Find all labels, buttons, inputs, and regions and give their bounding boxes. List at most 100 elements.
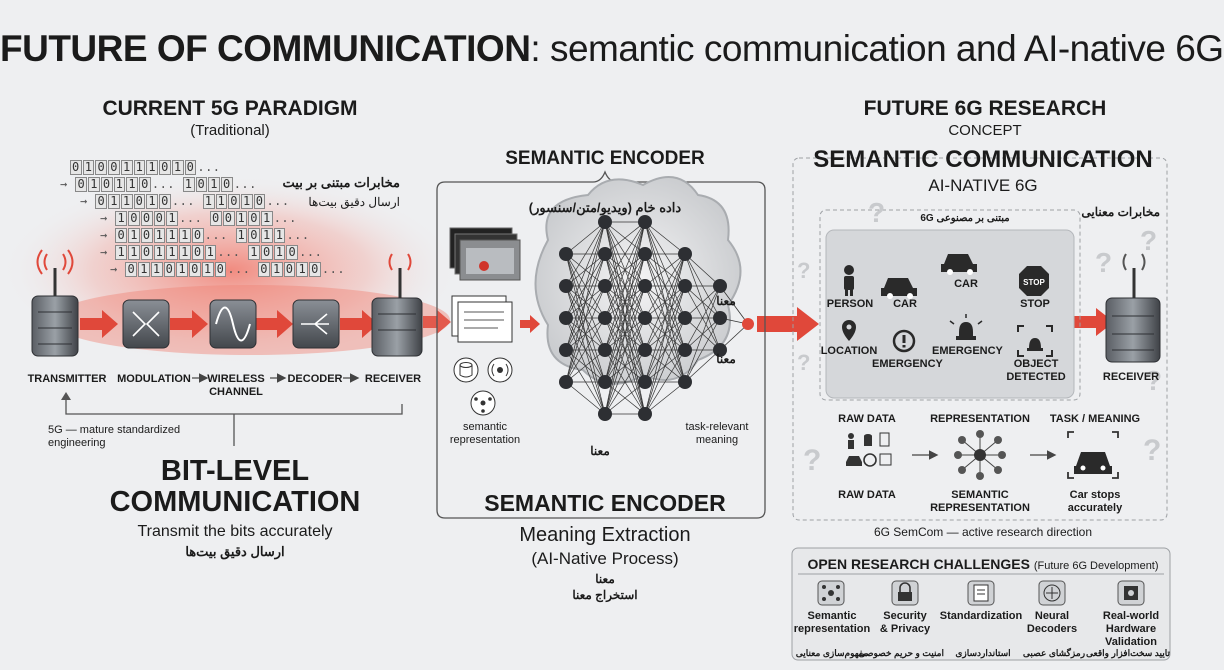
question-marks: ??? ?? ??? (797, 197, 1162, 477)
semcom-heading: SEMANTIC COMMUNICATION (813, 146, 1153, 173)
neuron-node (598, 311, 612, 325)
neuron-node (598, 247, 612, 261)
challenge-neural-fa: رمزگشای عصبی (1022, 648, 1086, 658)
wireless-channel-icon (209, 299, 257, 349)
obj-emergency-2: EMERGENCY (932, 345, 1003, 357)
fa-semantic-comm: مخابرات معنایی (1081, 205, 1160, 219)
label-modulation: MODULATION (117, 373, 191, 385)
neural-network (559, 215, 754, 421)
neuron-node (638, 311, 652, 325)
flow-raw-data: RAW DATA (838, 413, 896, 425)
output-meaning-2: معنا (716, 352, 736, 366)
fa-extract-meaning: استخراج معنا (572, 588, 638, 602)
svg-text:?: ? (803, 444, 821, 477)
neuron-node (638, 343, 652, 357)
semantic-graph-icon (470, 390, 496, 416)
flow-car-stops: Car stops accurately (1067, 489, 1123, 514)
neuron-node (713, 279, 727, 293)
neuron-node (598, 215, 612, 229)
database-icon (453, 357, 479, 383)
fa-bit-communication: مخابرات مبتنی بر بیت (282, 175, 400, 190)
chip-icon (1117, 580, 1145, 606)
ai-native-process: (AI-Native Process) (531, 549, 679, 568)
label-wireless-channel: WIRELESS CHANNEL (207, 373, 265, 398)
left-heading: CURRENT 5G PARADIGM (102, 97, 358, 120)
neuron-node (559, 247, 573, 261)
lock-icon (891, 580, 919, 606)
svg-text:?: ? (797, 258, 810, 283)
tagline: Transmit the bits accurately (137, 523, 333, 540)
challenge-neural-decoders: Neural Decoders (1026, 610, 1078, 635)
car-icon (881, 278, 917, 299)
receiver-icon (371, 253, 423, 357)
neuron-node (678, 343, 692, 357)
car-stops-icon (1067, 431, 1119, 479)
svg-text:?: ? (1095, 247, 1112, 278)
location-icon (842, 320, 856, 341)
neuron-node (559, 279, 573, 293)
neuron-node (713, 311, 727, 325)
obj-detected: OBJECT DETECTED (1006, 358, 1066, 383)
maturity-note: 5G — mature standardized engineering (48, 424, 181, 449)
semantic-representation-challenge-icon (817, 580, 845, 606)
flow-representation: REPRESENTATION (930, 413, 1030, 425)
neuron-node (559, 311, 573, 325)
neuron-node (598, 407, 612, 421)
challenge-semantic-fa: مفهوم‌سازی معنایی (795, 648, 869, 658)
fa-meaning-bottom: معنا (595, 572, 615, 586)
ai-objects-panel (825, 229, 1075, 399)
left-bracket (65, 400, 403, 422)
challenge-security-fa: امنیت و حریم خصوصی (858, 648, 944, 658)
fa-ai-based: 6G مبتنی بر مصنوعی (920, 213, 1010, 224)
neuron-node (678, 311, 692, 325)
obj-person: PERSON (826, 298, 874, 310)
flow-raw-data-2: RAW DATA (838, 489, 896, 501)
obj-location: LOCATION (820, 345, 878, 357)
label-receiver: RECEIVER (364, 373, 422, 385)
left-subheading: (Traditional) (190, 122, 270, 139)
modulation-icon (122, 299, 170, 349)
page-title: FUTURE OF COMMUNICATION: semantic commun… (0, 28, 1224, 69)
flow-task-meaning: TASK / MEANING (1049, 413, 1141, 425)
neuron-node (598, 343, 612, 357)
stop-sign-icon: STOP (1019, 266, 1049, 296)
neuron-node (638, 215, 652, 229)
receiver-6g-icon (1105, 253, 1161, 363)
neuron-node (638, 247, 652, 261)
neuron-node (678, 375, 692, 389)
neural-decoder-icon (1038, 580, 1066, 606)
person-icon (844, 265, 854, 296)
svg-text:?: ? (1140, 225, 1157, 256)
label-decoder: DECODER (287, 373, 343, 385)
ai-native-6g: AI-NATIVE 6G (928, 176, 1038, 195)
tagline-fa: ارسال دقیق بیت‌ها (185, 544, 285, 559)
neuron-node (638, 407, 652, 421)
communication-heading: COMMUNICATION (109, 486, 361, 518)
scroll-icon (967, 580, 995, 606)
label-receiver-6g: RECEIVER (1102, 371, 1160, 383)
video-frames-icon (449, 227, 521, 281)
fa-raw-data: داده خام (ویدیو/متن/سنسور) (528, 200, 682, 215)
semantic-representation-icon (954, 430, 1006, 480)
encoder-top-heading: SEMANTIC ENCODER (505, 148, 705, 169)
svg-text:STOP: STOP (1023, 278, 1045, 287)
task-relevant-label: task-relevant meaning (685, 421, 749, 446)
obj-car-2: CAR (954, 278, 978, 290)
decoder-icon (292, 299, 340, 349)
research-panel (792, 157, 1168, 521)
challenge-security: Security & Privacy (879, 610, 931, 635)
challenge-hardware: Real-world Hardware Validation (1102, 610, 1160, 648)
car-icon (941, 254, 977, 275)
challenges-heading: OPEN RESEARCH CHALLENGES (Future 6G Deve… (807, 556, 1159, 572)
meaning-extraction: Meaning Extraction (519, 524, 691, 546)
right-heading: FUTURE 6G RESEARCH (863, 97, 1107, 120)
neuron-node (713, 343, 727, 357)
neuron-node (559, 343, 573, 357)
object-detected-icon (1017, 325, 1053, 357)
flow-semantic-representation: SEMANTIC REPRESENTATION (930, 489, 1030, 514)
